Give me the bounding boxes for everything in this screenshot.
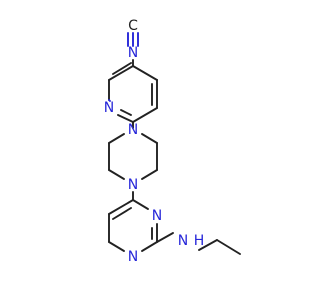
piperazine-bond	[141, 133, 158, 144]
atom-pyrimidine-n-lower: N	[128, 249, 138, 265]
pyrimidine-ring	[108, 199, 158, 252]
ethyl-bond	[216, 239, 241, 255]
pyrimidine-bond	[108, 241, 125, 252]
structure-diagram: C N N N N N N N H	[104, 18, 241, 265]
atom-nitrile-c: C	[128, 18, 138, 34]
pyridine-bond	[132, 107, 158, 123]
atom-nitrile-n: N	[128, 45, 138, 61]
pyridine-double-inner	[112, 62, 132, 75]
pyridine-ring	[108, 62, 158, 123]
atom-piperazine-n-top: N	[128, 122, 138, 138]
piperazine-bond	[141, 169, 158, 180]
amine-bond	[156, 232, 174, 243]
piperazine-bond	[108, 133, 125, 144]
pyrimidine-bond	[141, 241, 158, 252]
piperazine-bond	[108, 169, 125, 180]
ethylamino-group	[156, 232, 241, 255]
atom-pyridine-n: N	[104, 100, 114, 116]
atom-pyrimidine-n-upper: N	[152, 208, 162, 224]
pyrimidine-bond	[132, 199, 149, 210]
atom-amine-n: N	[178, 233, 188, 249]
pyridine-bond	[132, 65, 158, 81]
ethyl-bond	[198, 239, 218, 251]
nitrile-group	[127, 32, 139, 67]
piperazine-ring	[108, 133, 158, 180]
molecule-canvas: C N N N N N N N H	[104, 18, 241, 265]
pyrimidine-bond	[108, 199, 134, 215]
atom-amine-h: H	[194, 233, 205, 249]
pyridine-bond	[117, 114, 134, 123]
atom-piperazine-n-bottom: N	[128, 177, 138, 193]
pyridine-bond	[108, 65, 134, 81]
pyridine-bond	[108, 99, 111, 102]
pyridine-double-inner	[120, 109, 132, 116]
pyrimidine-double-inner	[112, 207, 132, 220]
